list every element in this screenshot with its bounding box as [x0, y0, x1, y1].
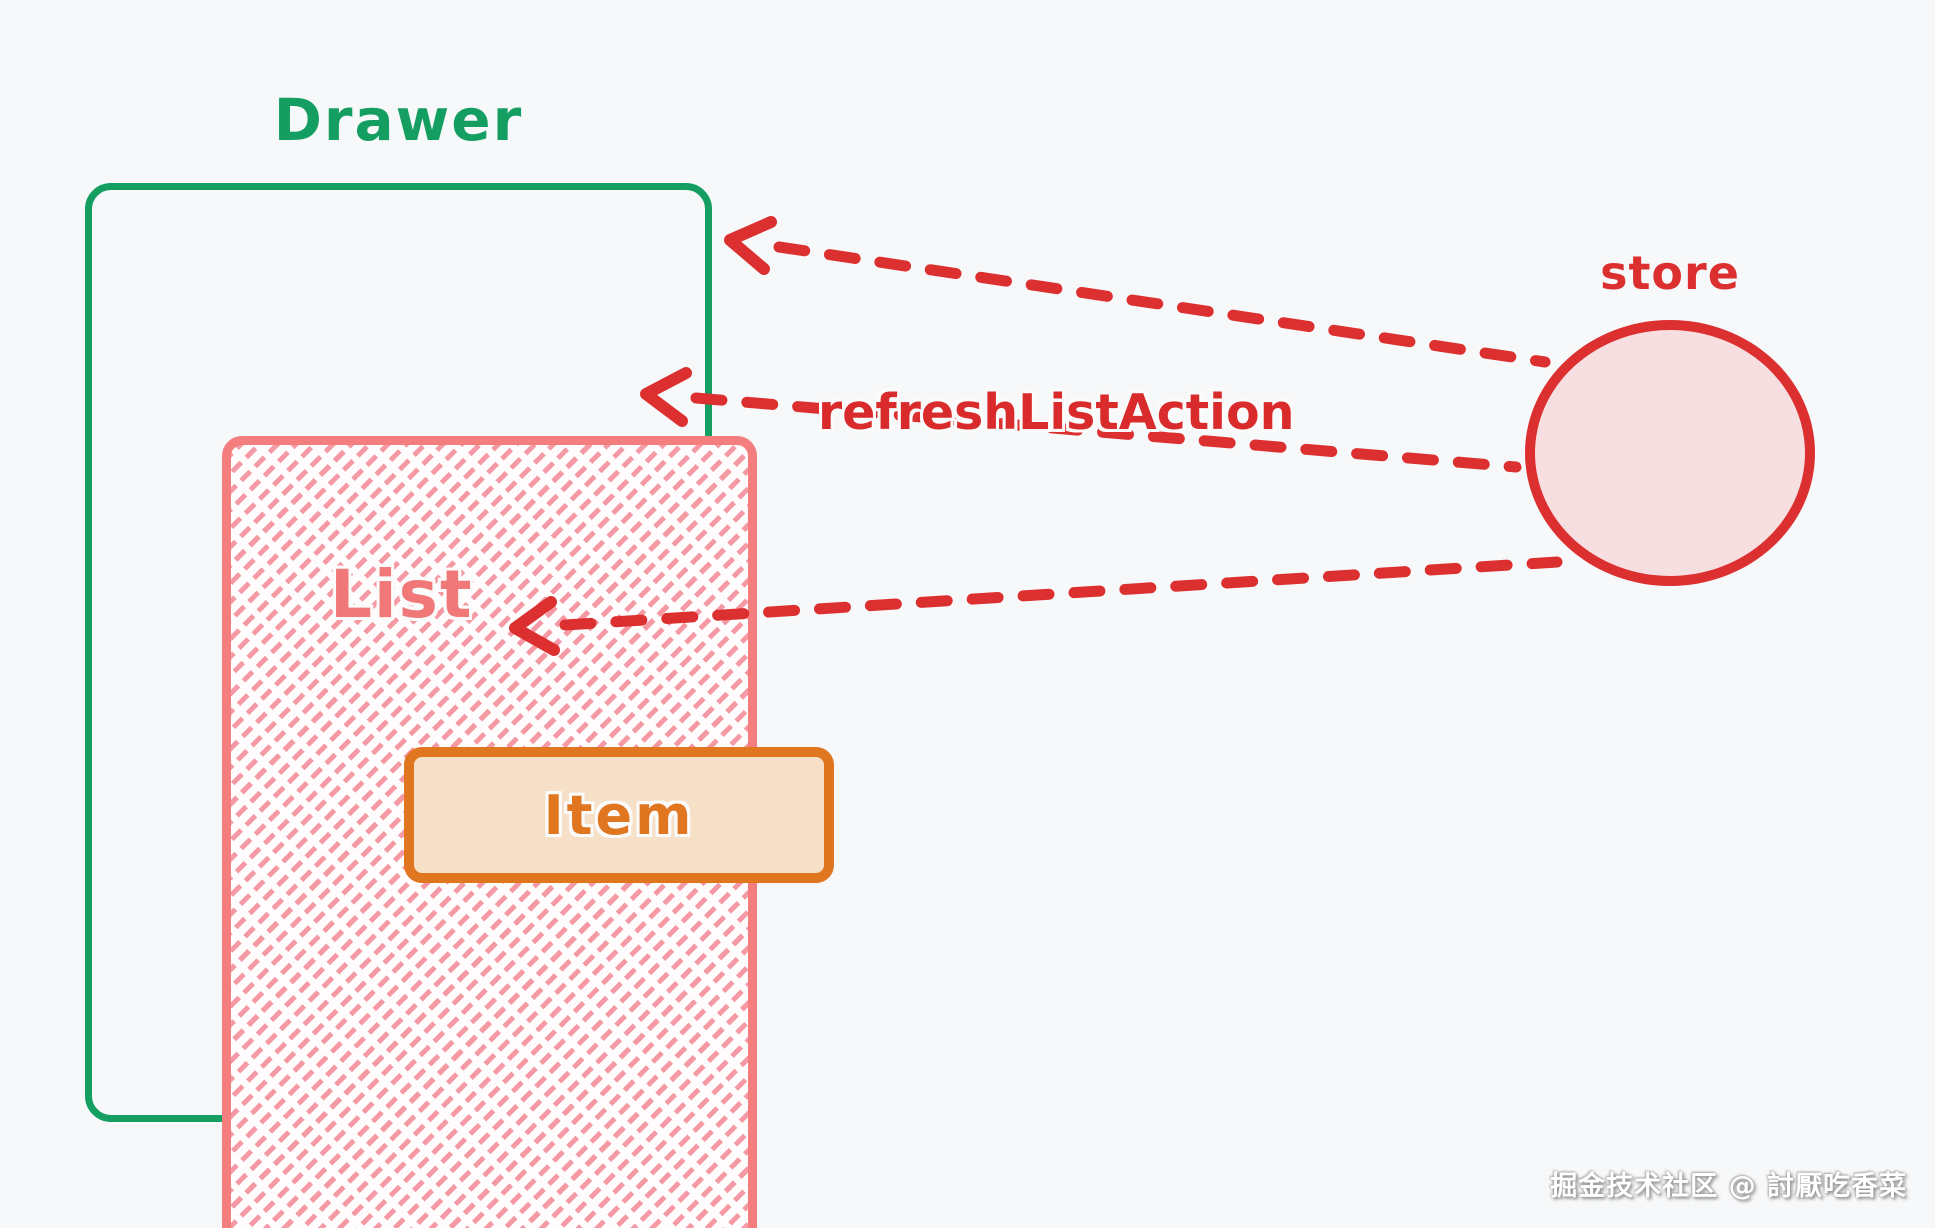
drawer-box: Item [85, 183, 834, 1228]
item-label: Item [543, 783, 695, 847]
list-box: Item [222, 436, 834, 1228]
list-label: List [330, 556, 474, 633]
item-box: Item [404, 747, 834, 883]
watermark: 掘金技术社区 @ 討厭吃香菜 [1550, 1171, 1907, 1202]
arrowhead-drawer [724, 216, 777, 275]
refresh-list-action-label: refreshListAction [818, 384, 1295, 441]
drawer-label: Drawer [273, 86, 524, 154]
arrow-store-to-drawer [724, 216, 1551, 368]
store-circle [1525, 320, 1815, 586]
store-label: store [1600, 246, 1740, 300]
